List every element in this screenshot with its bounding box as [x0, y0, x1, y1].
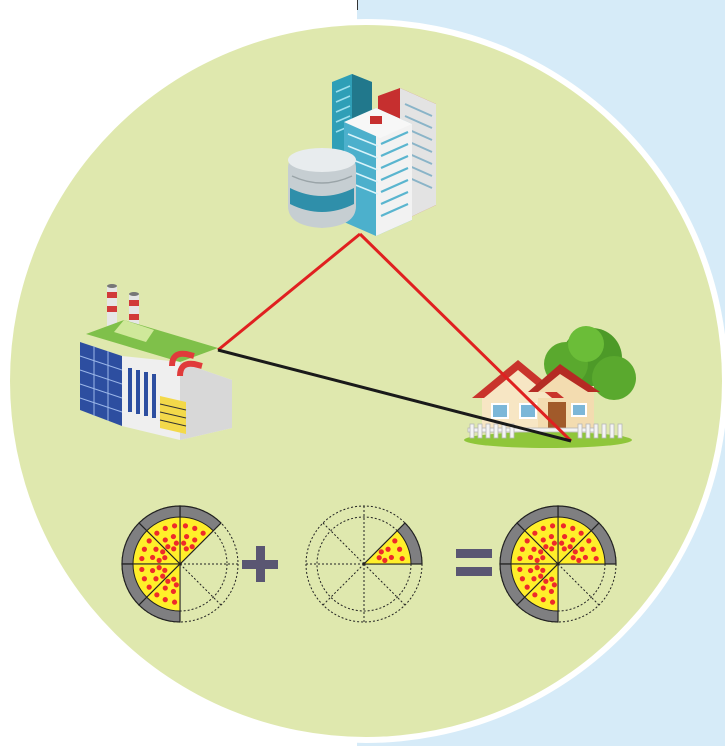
plus-icon [242, 546, 278, 582]
factory-icon [79, 284, 232, 440]
slice-divider [179, 563, 222, 606]
pizza-slice [121, 563, 182, 606]
slice-divider [363, 563, 406, 606]
pizza-slice [499, 522, 560, 565]
route-office-house [358, 232, 573, 443]
slice-divider [322, 522, 365, 565]
pizza-result [499, 505, 617, 623]
slice-divider [322, 563, 365, 606]
pizza-left [121, 505, 239, 623]
pizza-slice [556, 522, 617, 565]
office-building-icon [288, 74, 436, 236]
equals-icon [456, 549, 492, 576]
pizza-slice [138, 505, 181, 566]
pizza-slice [138, 562, 181, 623]
pizza-slice [362, 522, 423, 565]
route-office-factory [217, 232, 361, 352]
pizza-slice [557, 505, 600, 566]
house-with-tree-icon [464, 326, 636, 448]
pizza-slice [516, 562, 559, 623]
route-factory-house [217, 348, 572, 443]
pizza-slice [499, 563, 560, 606]
slice-divider [557, 563, 600, 606]
pizza-slice [121, 522, 182, 565]
pizza-middle [305, 505, 423, 623]
